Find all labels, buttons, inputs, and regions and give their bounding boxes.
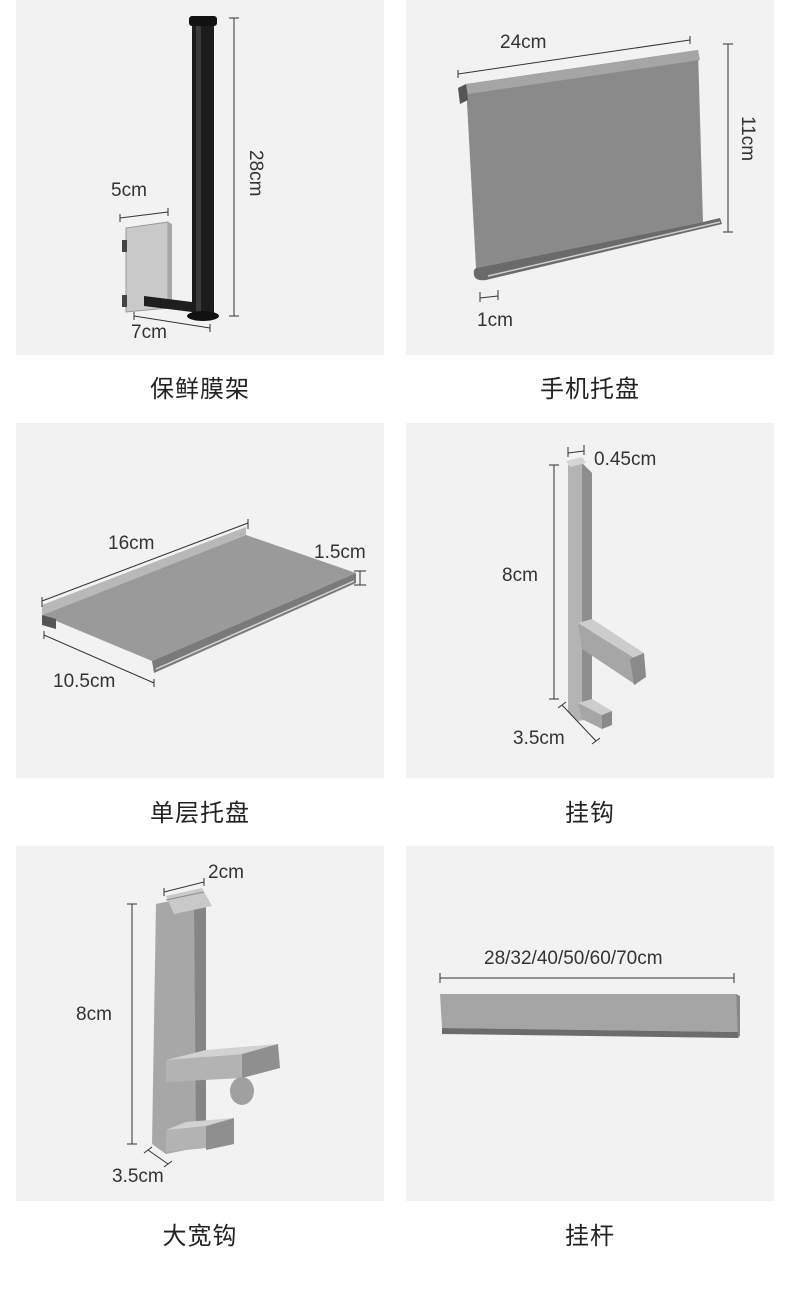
dim-width-label: 24cm	[500, 32, 547, 53]
product-name-single-shelf: 单层托盘	[150, 799, 250, 827]
dim-depth-label: 7cm	[131, 322, 167, 343]
dim-height-label: 11cm	[737, 116, 758, 162]
product-card-hook: 0.45cm 8cm 3.5cm	[406, 423, 774, 778]
dim-height-label: 28cm	[245, 150, 266, 197]
dim-height-label: 1.5cm	[314, 542, 366, 563]
dim-width-label: 2cm	[208, 862, 244, 883]
dim-depth-label: 1cm	[477, 310, 513, 331]
dim-depth-label: 3.5cm	[513, 728, 565, 749]
product-card-phone-tray: 24cm 11cm 1cm	[406, 0, 774, 355]
product-card-wide-hook: 2cm 8cm 3.5cm	[16, 846, 384, 1201]
single-shelf-image	[41, 519, 366, 687]
product-name-wrap-holder: 保鲜膜架	[150, 375, 250, 403]
dim-height-label: 8cm	[502, 565, 538, 586]
dim-length-label: 28/32/40/50/60/70cm	[484, 948, 663, 969]
product-name-phone-tray: 手机托盘	[540, 375, 640, 403]
product-card-hanging-rail: 28/32/40/50/60/70cm	[406, 846, 774, 1201]
phone-tray-image	[457, 36, 733, 302]
dim-width-label: 5cm	[111, 180, 147, 201]
dim-height-label: 8cm	[76, 1004, 112, 1025]
hook-image	[549, 445, 646, 745]
product-name-wide-hook: 大宽钩	[162, 1222, 238, 1250]
dim-thickness-label: 0.45cm	[594, 449, 657, 470]
product-card-wrap-holder: 5cm 28cm 7cm	[16, 0, 384, 355]
wide-hook-image	[127, 878, 280, 1168]
product-card-single-shelf: 16cm 1.5cm 10.5cm	[16, 423, 384, 778]
dim-width-label: 16cm	[108, 533, 155, 554]
product-name-hook: 挂钩	[565, 799, 615, 827]
wrap-holder-image	[119, 16, 239, 332]
hanging-rail-image	[439, 973, 740, 1038]
dim-depth-label: 10.5cm	[53, 671, 116, 692]
product-name-hanging-rail: 挂杆	[565, 1222, 615, 1250]
dim-depth-label: 3.5cm	[112, 1166, 164, 1187]
